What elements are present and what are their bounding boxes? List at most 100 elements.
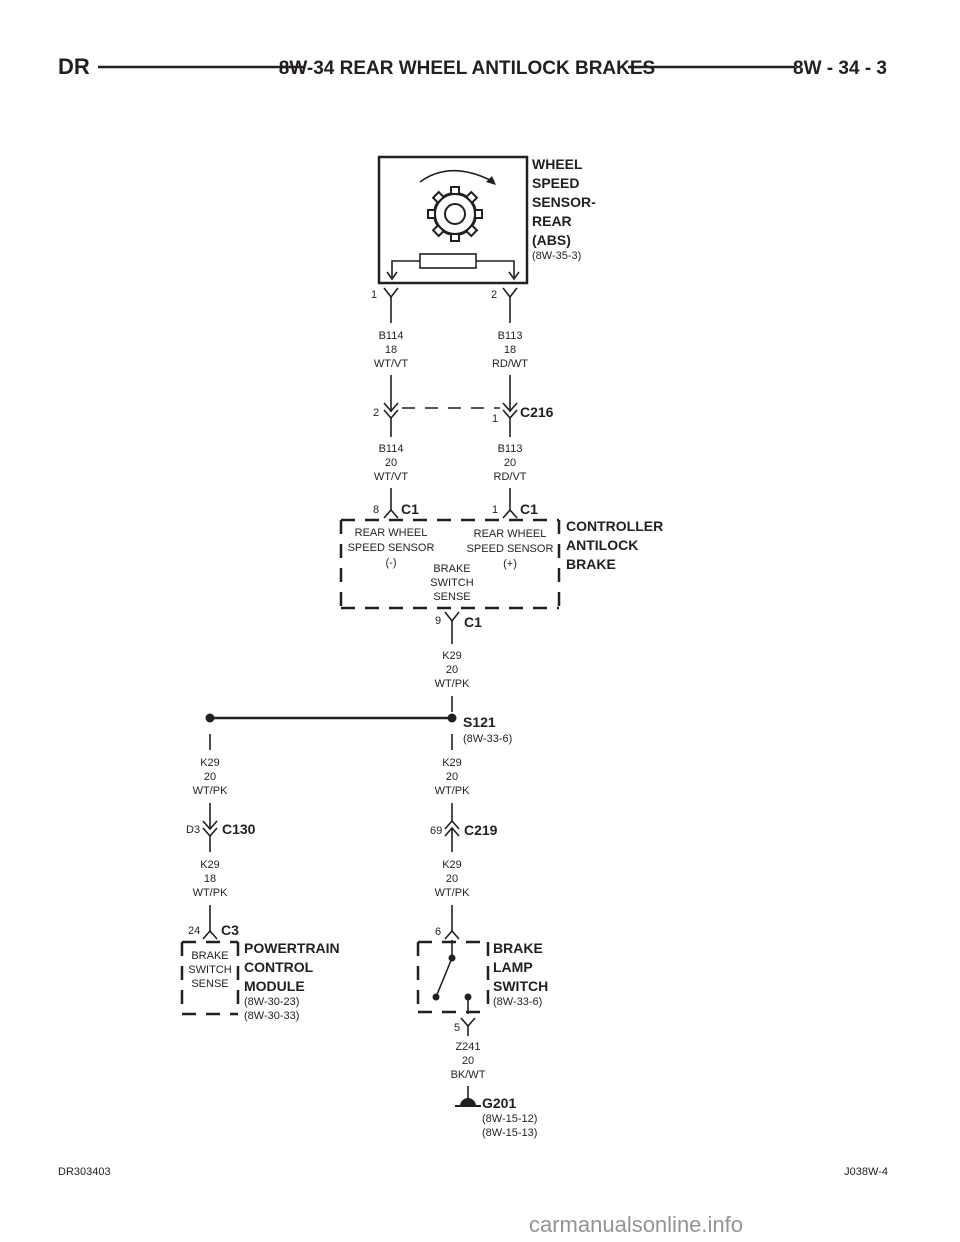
svg-text:8: 8 (373, 504, 379, 516)
ground-g201: G201 (8W-15-12) (8W-15-13) (455, 1086, 537, 1139)
svg-text:(ABS): (ABS) (532, 232, 571, 248)
wire-b113-upper: B113 18 RD/WT (492, 330, 528, 370)
pcm-ref: (8W-30-23) (244, 996, 299, 1008)
svg-text:POWERTRAIN: POWERTRAIN (244, 940, 340, 956)
svg-text:RD/WT: RD/WT (492, 358, 528, 370)
pin-label: 1 (371, 289, 377, 301)
connector-c219: 69 C219 (430, 803, 498, 852)
ground-ref: (8W-15-12) (482, 1113, 537, 1125)
switch-lever-icon (435, 957, 453, 998)
gear-icon (427, 186, 483, 242)
ground-ref: (8W-15-13) (482, 1127, 537, 1139)
svg-text:RD/VT: RD/VT (494, 471, 527, 483)
svg-text:(-): (-) (386, 557, 397, 569)
pcm-name: POWERTRAIN CONTROL MODULE (244, 940, 340, 994)
svg-text:20: 20 (446, 873, 458, 885)
pin-label: 6 (435, 926, 441, 938)
splice-name: S121 (463, 714, 496, 730)
svg-text:REAR: REAR (532, 213, 572, 229)
svg-text:REAR WHEEL: REAR WHEEL (355, 527, 428, 539)
svg-text:MODULE: MODULE (244, 978, 305, 994)
cab-name: CONTROLLER ANTILOCK BRAKE (566, 518, 663, 572)
svg-text:K29: K29 (200, 757, 220, 769)
pin-label: 5 (454, 1022, 460, 1034)
sensor-connector: 1 2 (371, 287, 518, 323)
splice-dot-icon (447, 713, 457, 723)
svg-text:BRAKE: BRAKE (191, 950, 228, 962)
svg-text:69: 69 (430, 825, 442, 837)
wheel-speed-sensor: WHEEL SPEED SENSOR- REAR (ABS) (8W-35-3) (377, 155, 596, 285)
pcm-ref: (8W-30-33) (244, 1010, 299, 1022)
svg-text:20: 20 (446, 771, 458, 783)
wire-z241: Z241 20 BK/WT (451, 1041, 486, 1081)
pin-label: 1 (492, 413, 498, 425)
switch-contact-icon (432, 993, 440, 1001)
svg-text:WHEEL: WHEEL (532, 156, 583, 172)
svg-text:BRAKE: BRAKE (566, 556, 616, 572)
page-title: 8W-34 REAR WHEEL ANTILOCK BRAKES (279, 58, 655, 79)
svg-text:SWITCH: SWITCH (188, 964, 231, 976)
connector-name: C216 (520, 404, 554, 420)
svg-text:SPEED SENSOR: SPEED SENSOR (467, 543, 554, 555)
svg-text:WT/PK: WT/PK (193, 887, 228, 899)
svg-text:B114: B114 (379, 443, 404, 455)
pin-label: 2 (373, 407, 379, 419)
wire-k29-cab: K29 20 WT/PK (435, 650, 470, 690)
connector-c3: 24 C3 (188, 905, 239, 940)
footer-left: DR303403 (58, 1166, 111, 1178)
svg-text:18: 18 (204, 873, 216, 885)
svg-text:B114: B114 (379, 330, 404, 342)
sensor-coil-icon (419, 253, 477, 269)
svg-text:SWITCH: SWITCH (493, 978, 548, 994)
wire-k29-right-lower: K29 20 WT/PK (435, 859, 470, 899)
svg-text:CONTROLLER: CONTROLLER (566, 518, 663, 534)
svg-text:Z241: Z241 (455, 1041, 480, 1053)
rotation-arrow-icon (419, 170, 493, 183)
cab-rws-minus-label: REAR WHEEL SPEED SENSOR (-) (348, 527, 435, 569)
svg-text:K29: K29 (442, 757, 462, 769)
svg-text:SWITCH: SWITCH (430, 577, 473, 589)
svg-text:K29: K29 (200, 859, 220, 871)
svg-text:C1: C1 (464, 614, 482, 630)
svg-text:D3: D3 (186, 824, 200, 836)
svg-text:WT/PK: WT/PK (435, 785, 470, 797)
svg-text:24: 24 (188, 925, 200, 937)
svg-text:SENSE: SENSE (433, 591, 470, 603)
connector-c1-right: 1 C1 (492, 488, 538, 519)
powertrain-control-module: BRAKE SWITCH SENSE POWERTRAIN CONTROL MO… (180, 940, 340, 1022)
wire-b114-upper: B114 18 WT/VT (374, 330, 408, 370)
svg-text:WT/PK: WT/PK (193, 785, 228, 797)
switch-ref: (8W-33-6) (493, 996, 542, 1008)
pin-label: 2 (491, 289, 497, 301)
svg-text:SENSE: SENSE (191, 978, 228, 990)
svg-text:SPEED: SPEED (532, 175, 579, 191)
svg-text:18: 18 (385, 344, 397, 356)
wire-k29-left-lower: K29 18 WT/PK (193, 859, 228, 899)
ground-icon (460, 1098, 476, 1106)
header-left: DR (58, 54, 90, 79)
svg-text:SPEED SENSOR: SPEED SENSOR (348, 542, 435, 554)
arrow-head-icon (486, 176, 496, 185)
svg-text:WT/PK: WT/PK (435, 678, 470, 690)
ground-name: G201 (482, 1095, 516, 1111)
svg-text:BRAKE: BRAKE (433, 563, 470, 575)
svg-text:C1: C1 (520, 501, 538, 517)
splice-dot-icon (205, 713, 215, 723)
svg-text:CONTROL: CONTROL (244, 959, 314, 975)
page-number: 8W - 34 - 3 (793, 58, 887, 79)
svg-text:REAR WHEEL: REAR WHEEL (474, 528, 547, 540)
svg-text:1: 1 (492, 504, 498, 516)
svg-text:WT/VT: WT/VT (374, 358, 408, 370)
svg-text:20: 20 (385, 457, 397, 469)
pcm-internal-label: BRAKE SWITCH SENSE (188, 950, 231, 990)
connector-c1-bottom: 9 C1 (435, 611, 482, 644)
svg-text:20: 20 (504, 457, 516, 469)
splice-ref: (8W-33-6) (463, 733, 512, 745)
cab-brake-switch-label: BRAKE SWITCH SENSE (430, 563, 473, 603)
sensor-ref: (8W-35-3) (532, 250, 581, 262)
connector-c216: 2 1 C216 (373, 375, 554, 437)
svg-text:WT/PK: WT/PK (435, 887, 470, 899)
svg-text:20: 20 (204, 771, 216, 783)
svg-text:BRAKE: BRAKE (493, 940, 543, 956)
